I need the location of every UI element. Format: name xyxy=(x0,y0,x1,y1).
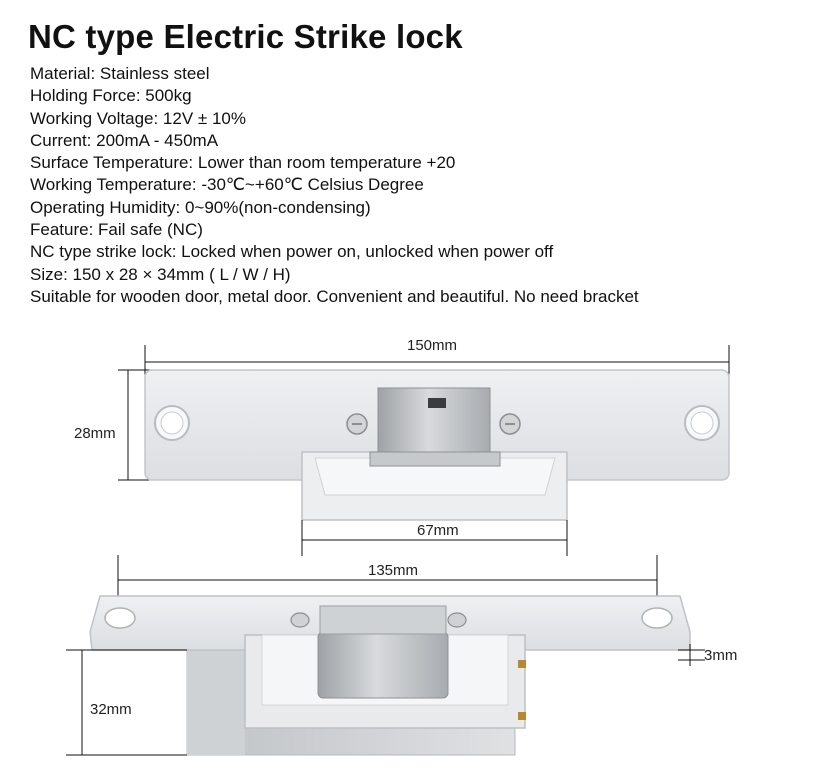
dimension-mortise-label: 67mm xyxy=(417,522,459,539)
spec-suitable-for: Suitable for wooden door, metal door. Co… xyxy=(30,286,639,306)
side-view xyxy=(66,555,705,756)
dimension-length-label: 150mm xyxy=(407,337,458,354)
terminal xyxy=(518,712,526,720)
spec-feature: Feature: Fail safe (NC) xyxy=(30,220,203,240)
dimension-hole-spacing-label: 135mm xyxy=(368,562,419,579)
dimension-depth-label: 32mm xyxy=(90,701,132,718)
keeper xyxy=(377,387,491,455)
spec-material: Material: Stainless steel xyxy=(30,64,210,83)
side-hole-left xyxy=(104,607,136,629)
top-view xyxy=(118,345,730,556)
product-title: NC type Electric Strike lock xyxy=(28,18,463,55)
spec-nc-type: NC type strike lock: Locked when power o… xyxy=(30,242,554,262)
spec-working-voltage: Working Voltage: 12V ± 10% xyxy=(30,108,246,128)
side-screw-left xyxy=(290,612,310,628)
spec-surface-temperature: Surface Temperature: Lower than room tem… xyxy=(30,153,456,173)
spec-operating-humidity: Operating Humidity: 0~90%(non-condensing… xyxy=(30,197,371,217)
dimension-width-label: 28mm xyxy=(74,425,116,442)
dimension-depth xyxy=(66,649,187,756)
terminal xyxy=(518,660,526,668)
side-hole-right xyxy=(641,607,673,629)
dimension-plate-thickness-label: 3mm xyxy=(704,647,738,664)
side-screw-right xyxy=(447,612,467,628)
spec-list: Material: Stainless steel Holding Force:… xyxy=(30,63,639,308)
spec-current: Current: 200mA - 450mA xyxy=(30,130,219,150)
side-keeper xyxy=(317,631,449,699)
dimension-mortise xyxy=(301,520,568,556)
spec-size: Size: 150 x 28 × 34mm ( L / W / H) xyxy=(30,264,291,284)
dimension-hole-spacing xyxy=(117,555,658,600)
spec-holding-force: Holding Force: 500kg xyxy=(30,86,192,106)
spec-working-temperature: Working Temperature: -30℃~+60℃ Celsius D… xyxy=(30,175,424,195)
dimension-plate-thickness xyxy=(678,644,705,666)
